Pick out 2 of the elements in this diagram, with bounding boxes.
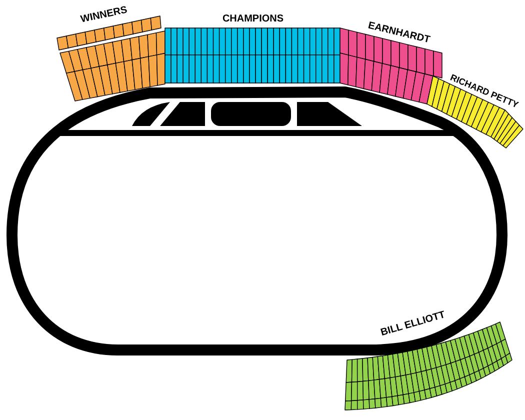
grandstand-name: WINNERS [80,4,128,26]
grandstand-name: CHAMPIONS [222,14,284,24]
